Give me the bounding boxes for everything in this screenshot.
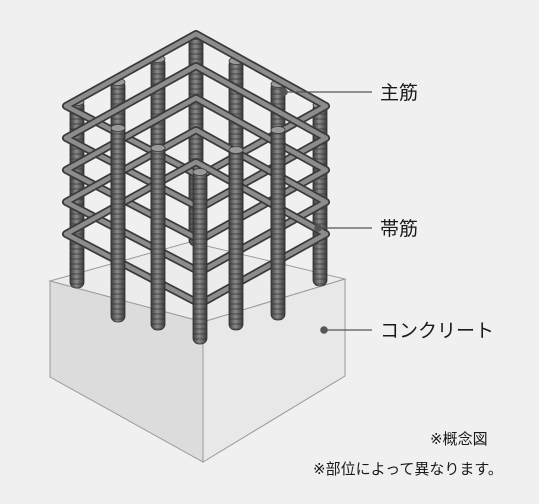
leader-main-rebar-dot [280,88,288,96]
leader-lines [280,88,372,334]
main-rebar [192,168,208,345]
main-rebar [270,126,286,321]
rebar-cage [62,30,330,345]
label-concrete: コンクリート [380,320,495,342]
leader-hoop-dot [314,224,322,232]
main-rebar [150,144,166,331]
note-concept: ※概念図 [430,430,488,448]
label-hoop: 帯筋 [380,218,419,240]
main-rebar [228,146,244,331]
note-disclaimer: ※部位によって異なります。 [313,460,503,478]
leader-concrete-dot [320,326,328,334]
main-rebar [110,124,126,323]
label-main-rebar: 主筋 [380,82,419,104]
